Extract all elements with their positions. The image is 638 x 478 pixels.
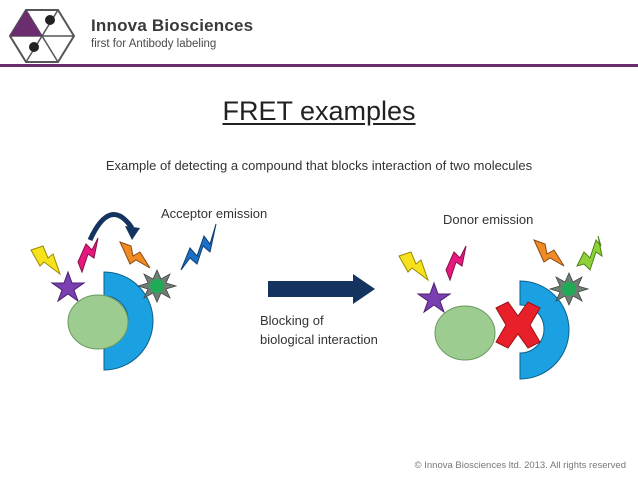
- donor-molecule: [68, 295, 128, 349]
- energy-transfer-arrow: [90, 215, 140, 240]
- acceptor-emission-bolt-icon: [181, 224, 216, 270]
- copyright-notice: © Innova Biosciences ltd. 2013. All righ…: [415, 460, 626, 471]
- process-arrow: [268, 274, 375, 304]
- donor-fluorophore-star-icon: [52, 272, 84, 301]
- blocking-compound-x-icon: [496, 302, 540, 348]
- orange-bolt-icon-right: [534, 240, 564, 266]
- donor-molecule-right: [435, 306, 495, 360]
- donor-fluorophore-star-icon-right: [418, 283, 450, 312]
- donor-emission-bolt-icon: [78, 238, 98, 272]
- excitation-bolt-icon-right: [399, 252, 428, 280]
- green-bolt-icon-right: [577, 236, 602, 270]
- donor-emission-bolt-icon-right: [446, 246, 466, 280]
- transfer-bolt-icon: [120, 242, 150, 268]
- excitation-bolt-icon: [31, 246, 60, 274]
